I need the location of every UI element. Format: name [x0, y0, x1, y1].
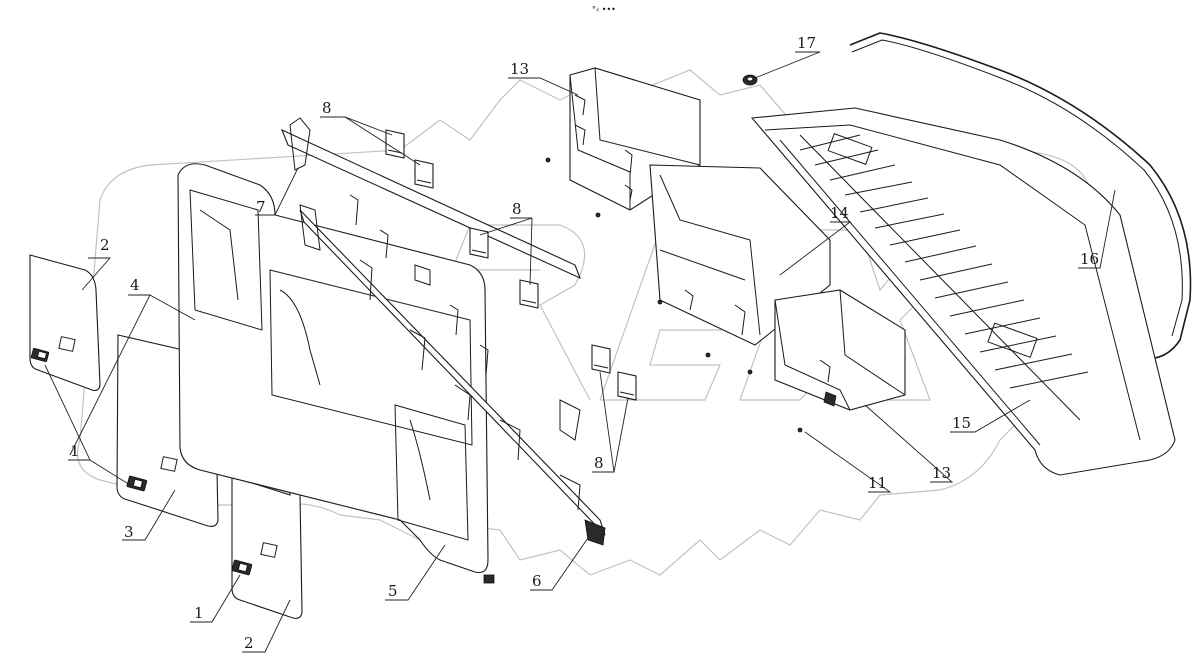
callout-label: 6 [532, 572, 542, 590]
bumper-grille-part-15 [750, 107, 1176, 476]
callout-label: 1 [70, 442, 80, 460]
door-handle-recess [160, 456, 178, 472]
callout-label: 8 [322, 99, 332, 117]
callout-label: 1 [194, 604, 204, 622]
screw-dots-part-11 [545, 157, 803, 433]
latch-part-upper [30, 347, 50, 363]
seal-strip-part-16-inner [851, 39, 1183, 337]
callout-label: 3 [124, 523, 134, 541]
clip-part-17 [742, 74, 758, 86]
bracket-part-8-group [385, 129, 637, 401]
callout-label: 16 [1080, 250, 1099, 268]
callout-label: 7 [256, 198, 266, 216]
callout-label: 14 [830, 204, 849, 222]
callout-label: 8 [512, 200, 522, 218]
support-rail-part-6 [299, 204, 606, 546]
door-handle-recess [58, 336, 76, 352]
callout-label: 13 [932, 464, 951, 482]
header-mark: °‹ ••• [592, 5, 616, 14]
callout-label: 2 [244, 634, 254, 652]
front-frame-part [177, 163, 495, 584]
door-panel-upper [29, 254, 101, 391]
support-rail-part-7 [280, 117, 581, 441]
callout-label: 5 [388, 582, 398, 600]
door-handle-recess [260, 542, 278, 558]
seal-strip-part-16 [849, 32, 1192, 359]
callout-label: 2 [100, 236, 110, 254]
callout-label: 4 [130, 276, 140, 294]
callout-label: 11 [868, 474, 887, 492]
callout-label: 17 [797, 34, 816, 52]
leader-lines [44, 51, 1116, 653]
callout-label: 8 [594, 454, 604, 472]
callout-label: 13 [510, 60, 529, 78]
callout-labels: 2 4 1 3 1 2 5 6 7 8 8 8 11 13 13 14 15 1… [70, 34, 1099, 652]
storage-box-lower-part-13 [774, 289, 906, 411]
callout-label: 15 [952, 414, 971, 432]
latch-part-middle [126, 475, 148, 492]
latch-part-lower [231, 559, 253, 576]
